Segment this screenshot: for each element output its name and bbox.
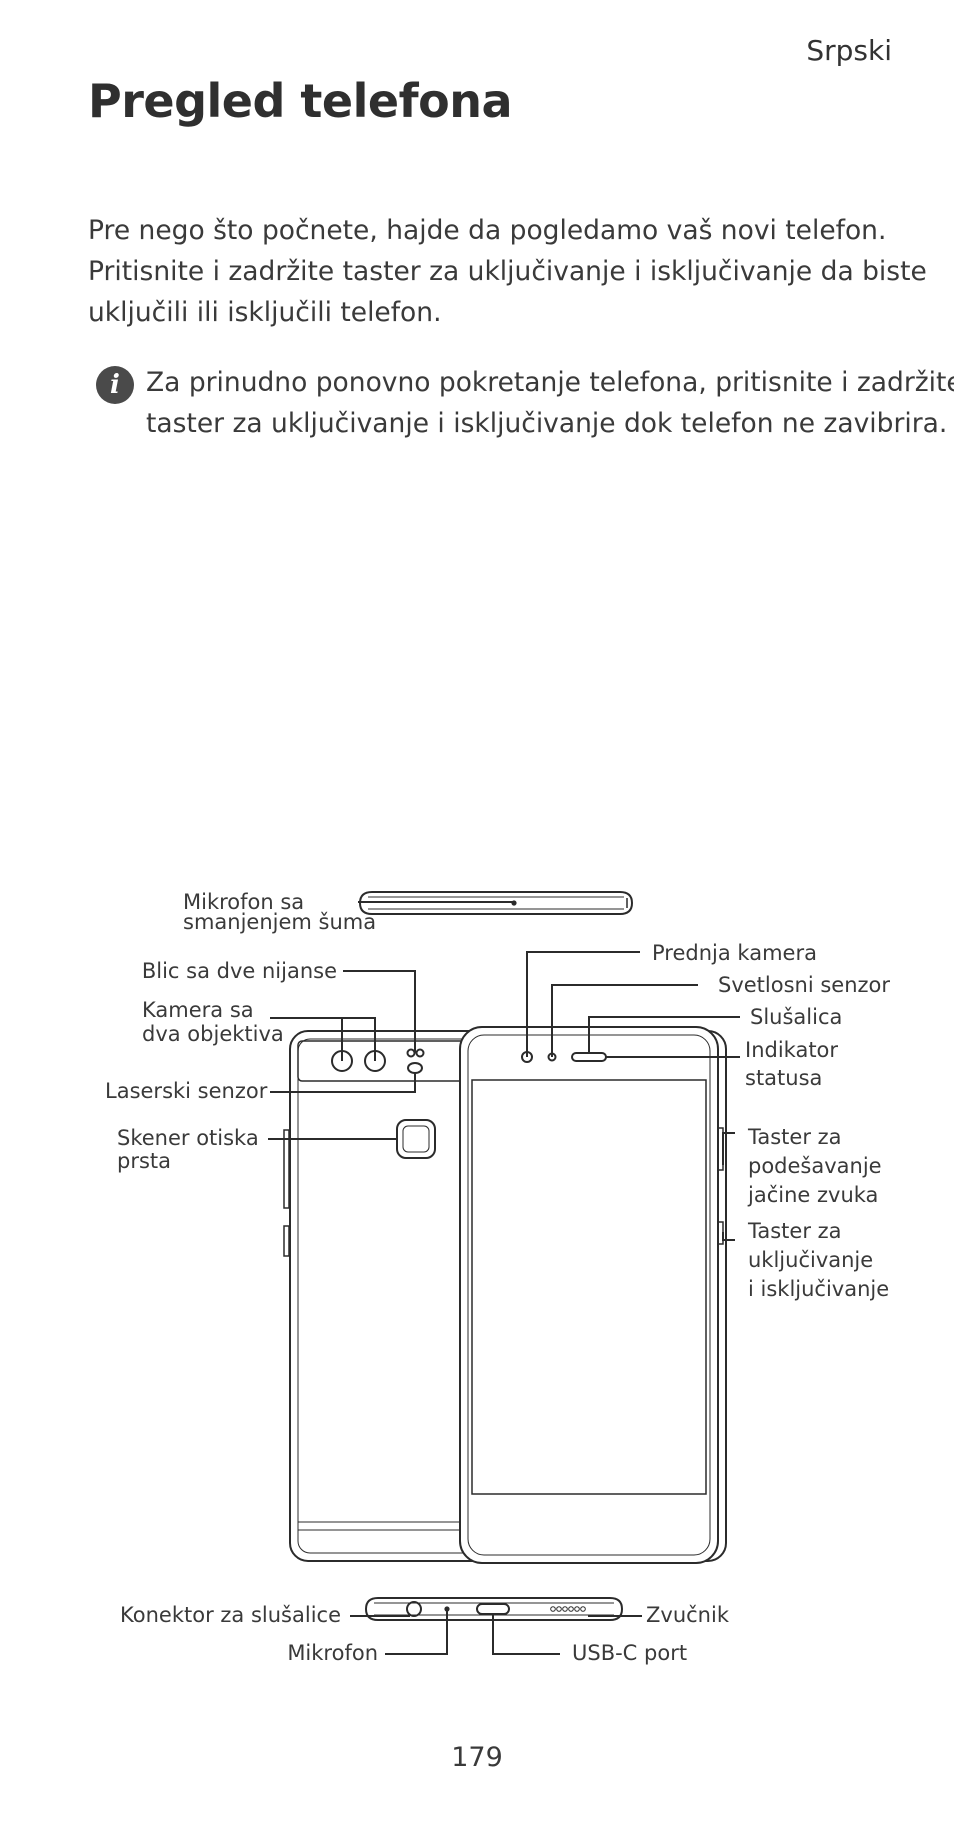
intro-line: Pre nego što počnete, hajde da pogledamo…: [88, 215, 887, 246]
usb-c-port-icon: [476, 1603, 510, 1615]
page-title: Pregled telefona: [88, 74, 513, 128]
label-noise-mic: Mikrofon sa: [183, 890, 304, 914]
label-volume: Taster za: [747, 1125, 842, 1149]
laser-sensor-icon: [407, 1062, 423, 1074]
label-speaker: Zvučnik: [646, 1603, 730, 1627]
page-number: 179: [451, 1742, 503, 1773]
label-flash: Blic sa dve nijanse: [142, 959, 337, 983]
label-laser: Laserski senzor: [105, 1079, 268, 1103]
speaker-grille-icon: [550, 1606, 586, 1612]
intro-line: uključili ili isključili telefon.: [88, 297, 442, 328]
label-volume: jačine zvuka: [747, 1183, 878, 1207]
label-power: Taster za: [747, 1219, 842, 1243]
label-mic: Mikrofon: [287, 1641, 378, 1665]
phone-front: [459, 1026, 724, 1564]
label-dual-camera: dva objektiva: [142, 1022, 284, 1046]
note-line: taster za uključivanje i isključivanje d…: [146, 408, 948, 439]
label-dual-camera: Kamera sa: [142, 998, 254, 1022]
label-usb: USB-C port: [572, 1641, 687, 1665]
label-front-camera: Prednja kamera: [652, 941, 817, 965]
intro-line: Pritisnite i zadržite taster za uključiv…: [88, 256, 927, 287]
label-light-sensor: Svetlosni senzor: [718, 973, 890, 997]
headset-jack-icon: [406, 1601, 422, 1617]
label-earpiece: Slušalica: [750, 1005, 842, 1029]
flash-icon: [406, 1048, 416, 1058]
label-volume: podešavanje: [748, 1154, 882, 1178]
back-side-button: [283, 1129, 290, 1209]
flash-icon: [415, 1048, 425, 1058]
label-status-indicator: Indikator: [745, 1038, 838, 1062]
screen: [471, 1079, 707, 1495]
info-icon: i: [96, 366, 134, 404]
label-fingerprint: prsta: [117, 1149, 171, 1173]
language-label: Srpski: [806, 34, 892, 67]
note-text: Za prinudno ponovno pokretanje telefona,…: [146, 362, 954, 444]
label-fingerprint: Skener otiska: [117, 1126, 259, 1150]
label-power: uključivanje: [748, 1248, 873, 1272]
leader-lines: [268, 901, 740, 1655]
earpiece-icon: [571, 1052, 607, 1062]
diagram-labels: Mikrofon sa smanjenjem šuma Blic sa dve …: [105, 890, 890, 1665]
intro-paragraph: Pre nego što počnete, hajde da pogledamo…: [88, 210, 927, 333]
label-status-indicator: statusa: [745, 1066, 822, 1090]
label-noise-mic: smanjenjem šuma: [183, 910, 376, 934]
label-headset: Konektor za slušalice: [120, 1603, 341, 1627]
note-line: Za prinudno ponovno pokretanje telefona,…: [146, 367, 954, 398]
back-side-button: [283, 1225, 290, 1257]
label-power: i isključivanje: [748, 1277, 889, 1301]
phone-top-edge: [358, 891, 634, 915]
